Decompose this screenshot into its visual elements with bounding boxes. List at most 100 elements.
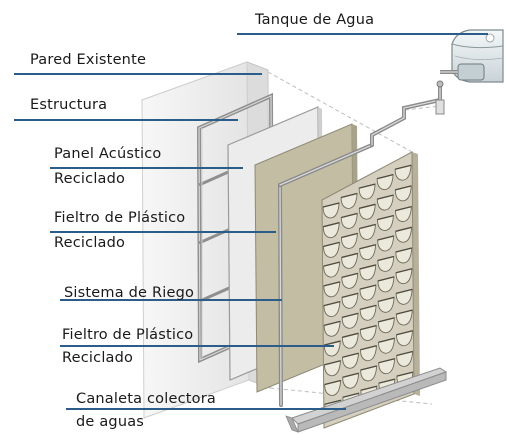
planter-pocket-rim bbox=[359, 284, 377, 290]
planter-pocket-rim bbox=[394, 164, 412, 170]
planter-pocket bbox=[395, 226, 413, 243]
label-plastic-felt-1-line2: Reciclado bbox=[54, 235, 126, 251]
planter-pocket-rim bbox=[360, 365, 377, 371]
planter-pocket bbox=[377, 276, 395, 293]
label-structure: Estructura bbox=[30, 97, 108, 113]
planter-pocket bbox=[358, 183, 376, 200]
planter-pocket bbox=[324, 360, 341, 377]
planter-pocket-rim bbox=[359, 304, 377, 310]
planter-pocket-rim bbox=[341, 212, 358, 219]
planter-pocket-rim bbox=[358, 183, 376, 189]
leader-lines bbox=[14, 33, 488, 410]
planter-pocket-rim bbox=[341, 232, 358, 239]
label-collector-gutter-line2: de aguas bbox=[76, 414, 145, 430]
planter-pocket bbox=[359, 304, 377, 321]
planter-pocket bbox=[324, 379, 342, 396]
planter-pocket-rim bbox=[378, 378, 395, 384]
planter-pocket-rim bbox=[323, 222, 340, 228]
planter-pocket bbox=[323, 320, 341, 337]
planter-pocket bbox=[359, 324, 377, 342]
planter-pocket bbox=[395, 206, 412, 223]
planter-pocket bbox=[395, 247, 413, 264]
label-collector-gutter-line1: Canaleta colectora bbox=[76, 391, 216, 407]
label-acoustic-panel-line2: Reciclado bbox=[54, 171, 126, 187]
label-water-tank: Tanque de Agua bbox=[255, 12, 375, 28]
planter-pocket bbox=[323, 340, 341, 357]
planter-pocket bbox=[342, 352, 359, 369]
planter-pocket-rim bbox=[395, 247, 412, 253]
planter-pocket-rim bbox=[359, 244, 376, 250]
planter-pocket bbox=[323, 281, 341, 298]
planter-pocket-rim bbox=[395, 268, 413, 274]
planter-pocket-rim bbox=[324, 360, 341, 366]
planter-pocket bbox=[377, 317, 395, 334]
planter-pocket-rim bbox=[396, 330, 413, 336]
planter-pocket-rim bbox=[322, 202, 340, 208]
planter-pocket-rim bbox=[377, 296, 395, 303]
planter-pocket bbox=[323, 241, 340, 258]
planter-pocket-rim bbox=[396, 371, 413, 377]
planter-pocket bbox=[377, 214, 394, 232]
planter-pocket-rim bbox=[359, 203, 376, 209]
planter-pocket-rim bbox=[323, 320, 341, 326]
planter-pocket-rim bbox=[378, 337, 395, 343]
planter-pocket bbox=[377, 235, 395, 252]
planter-pocket bbox=[395, 268, 413, 285]
planter-pocket-rim bbox=[378, 358, 395, 364]
planter-pocket-rim bbox=[341, 252, 358, 259]
planter-pocket bbox=[377, 255, 395, 272]
planter-pocket bbox=[378, 337, 395, 354]
planter-pocket bbox=[323, 301, 341, 318]
planter-pocket-rim bbox=[323, 300, 341, 307]
label-existing-wall: Pared Existente bbox=[30, 52, 147, 68]
planter-pocket bbox=[396, 350, 414, 367]
planter-pocket bbox=[340, 192, 358, 209]
planter-pocket-rim bbox=[360, 324, 377, 331]
planter-pocket-rim bbox=[324, 379, 341, 386]
planter-pocket bbox=[394, 164, 412, 181]
planter-pocket bbox=[322, 202, 340, 219]
planter-pocket-rim bbox=[323, 281, 340, 287]
planter-pocket bbox=[360, 365, 378, 382]
planter-pocket-rim bbox=[341, 272, 358, 279]
planter-pocket bbox=[394, 185, 412, 202]
planter-pocket bbox=[341, 312, 359, 329]
planter-pocket bbox=[376, 194, 394, 211]
planter-pocket bbox=[395, 288, 413, 305]
planter-pocket-rim bbox=[341, 312, 359, 318]
planter-pocket-rim bbox=[341, 292, 359, 299]
planter-pocket-rim bbox=[396, 350, 413, 357]
planter-pocket-rim bbox=[342, 372, 359, 378]
planter-pocket bbox=[395, 309, 413, 326]
planter-pocket-rim bbox=[340, 192, 358, 199]
planter-pocket-rim bbox=[323, 241, 340, 248]
planter-pocket bbox=[360, 345, 377, 362]
label-plastic-felt-2-line1: Fieltro de Plástico bbox=[62, 327, 194, 343]
planter-pocket-rim bbox=[324, 340, 341, 346]
planter-pocket bbox=[341, 232, 358, 249]
planter-pocket-rim bbox=[360, 385, 377, 391]
planter-pocket bbox=[341, 252, 359, 269]
planter-pocket-rim bbox=[360, 345, 377, 351]
planter-pocket-rim bbox=[378, 317, 395, 323]
planter-pocket-rim bbox=[395, 226, 412, 232]
planter-pocket-rim bbox=[377, 235, 394, 241]
planter-pocket bbox=[322, 222, 340, 239]
planter-pocket-rim bbox=[396, 309, 413, 315]
planter-pocket-rim bbox=[395, 185, 412, 191]
planter-pocket bbox=[359, 264, 377, 281]
planter-pocket bbox=[359, 244, 377, 261]
planter-pocket-rim bbox=[342, 392, 359, 398]
planter-pocket-rim bbox=[323, 261, 340, 267]
planter-pocket-rim bbox=[342, 332, 359, 338]
planter-pocket-rim bbox=[324, 399, 341, 405]
planter-pocket bbox=[396, 330, 413, 347]
planter-pocket bbox=[341, 272, 359, 289]
planter-pocket bbox=[341, 332, 359, 349]
label-plastic-felt-2-line2: Reciclado bbox=[62, 350, 134, 366]
planter-pocket bbox=[377, 296, 395, 313]
label-irrigation-system: Sistema de Riego bbox=[64, 285, 195, 301]
planter-pocket-rim bbox=[395, 288, 413, 295]
planter-pocket-rim bbox=[376, 174, 394, 180]
